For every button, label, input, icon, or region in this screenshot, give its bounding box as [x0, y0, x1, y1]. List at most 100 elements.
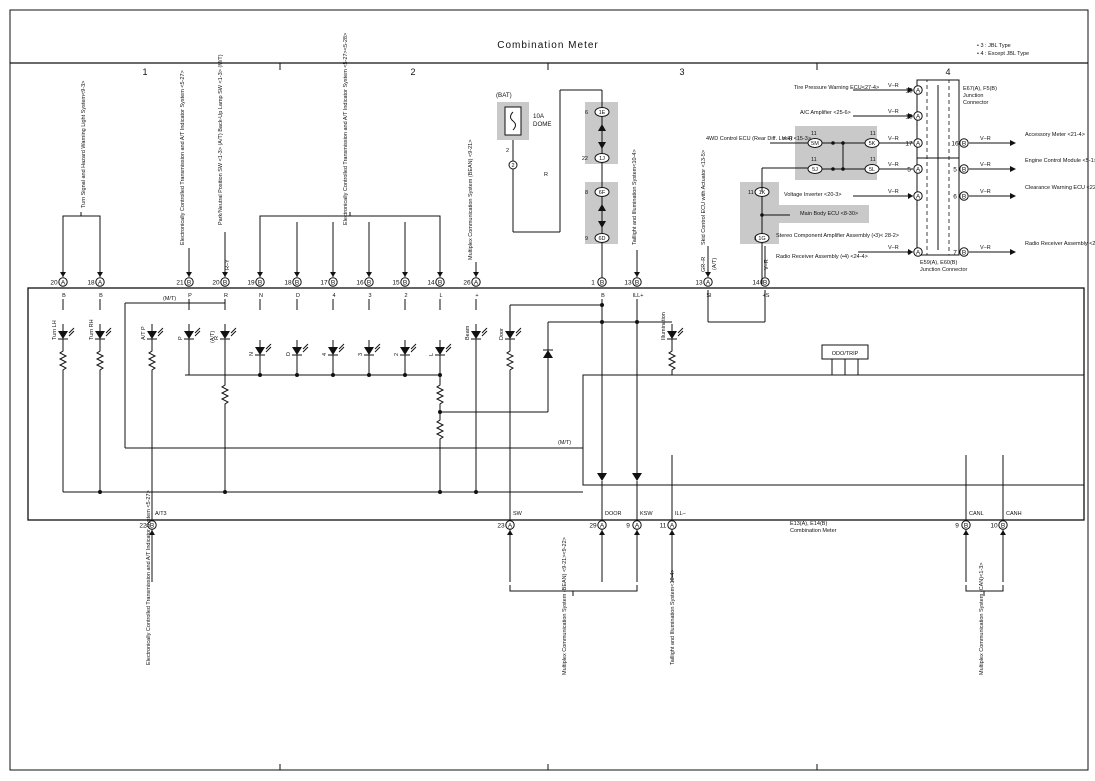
svg-text:Connector: Connector [963, 100, 989, 106]
svg-text:2: 2 [394, 353, 400, 356]
svg-text:A/T P: A/T P [141, 326, 147, 340]
svg-text:1: 1 [591, 279, 595, 286]
svg-text:1J: 1J [599, 156, 605, 162]
svg-text:1K: 1K [759, 190, 766, 196]
svg-text:E59(A), E60(B): E59(A), E60(B) [920, 260, 957, 266]
splice-dot-2 [841, 167, 845, 171]
splice-arrow-3 [598, 221, 606, 228]
section-2: 2 [410, 67, 415, 77]
svg-text:22: 22 [139, 522, 147, 529]
svg-text:DOME: DOME [533, 121, 552, 128]
top-pin-signal-8: 2 [404, 293, 407, 299]
bottom-pin-signal-6: CANH [1006, 511, 1022, 517]
bottom-pin-signal-3: KSW [640, 511, 653, 517]
svg-text:18: 18 [87, 279, 95, 286]
svg-text:B: B [635, 279, 639, 286]
splice-1e: 1E [594, 107, 610, 117]
svg-text:5: 5 [907, 166, 911, 173]
src-ect-label: Electronically Controlled Transmission a… [180, 70, 186, 245]
svg-text:A: A [916, 140, 921, 147]
top-pin-8: B15 [392, 277, 410, 287]
splice-num-2: 11 [811, 131, 817, 137]
top-pin-9: B14 [427, 277, 445, 287]
svg-text:29: 29 [589, 522, 597, 529]
brace-bean [509, 585, 638, 596]
svg-text:A: A [670, 522, 675, 529]
svg-text:B: B [1001, 522, 1005, 529]
vr-label-left-3: V–R [888, 162, 899, 168]
top-pin-signal-6: 4 [332, 293, 335, 299]
svg-text:20: 20 [50, 279, 58, 286]
junction-right-pin-1: B5 [953, 164, 969, 174]
wire-color-0: R–Y [225, 259, 231, 270]
vr-label-left-2: V–R [888, 136, 899, 142]
led-d: D [286, 340, 309, 356]
top-pin-signal-4: N [259, 293, 263, 299]
top-pin-signal-7: 3 [368, 293, 371, 299]
svg-text:D: D [286, 352, 292, 356]
bottom-target-3: Multiplex Communication System (CAN)<1-3… [979, 563, 985, 675]
splice-6f: 6F [594, 187, 610, 197]
top-pin-1: A18 [87, 277, 105, 287]
svg-text:10: 10 [990, 522, 998, 529]
top-pin-5: B18 [284, 277, 302, 287]
svg-text:9: 9 [955, 522, 959, 529]
src-pnp-label: Park/Neutral Position SW <1-3> (A/T) Bac… [218, 54, 224, 225]
page-frame [9, 9, 1089, 771]
bottom-target-0: Electronically Controlled Transmission a… [146, 490, 152, 665]
vr-label-right-2: V–R [980, 189, 991, 195]
top-input-wires [60, 222, 711, 277]
vr-label-4wd: V–R [782, 136, 793, 142]
junction-right-pin-3: B7 [953, 247, 969, 257]
svg-text:Turn LH: Turn LH [52, 320, 58, 340]
svg-text:Illumination: Illumination [661, 312, 667, 340]
bottom-pin-signal-5: CANL [969, 511, 984, 517]
main-body-dot [760, 213, 764, 217]
meter-id: E13(A), E14(B) [790, 521, 827, 527]
svg-text:22: 22 [582, 156, 588, 162]
top-pin-3: B20 [212, 277, 230, 287]
splice-1j: 1J [594, 153, 610, 163]
svg-text:23: 23 [497, 522, 505, 529]
top-pin-signal-14: +S [763, 293, 770, 299]
svg-text:(BAT): (BAT) [496, 92, 512, 99]
door-diode [597, 473, 607, 481]
note-except-jbl: • 4 : Except JBL Type [977, 51, 1029, 57]
left-ecu-4: Main Body ECU <8-30> [800, 211, 858, 217]
svg-text:14: 14 [427, 279, 435, 286]
bottom-pin-signal-0: A/T3 [155, 511, 167, 517]
svg-text:26: 26 [463, 279, 471, 286]
svg-text:R: R [544, 172, 548, 178]
svg-text:16: 16 [356, 279, 364, 286]
left-ecu-3: Voltage Inverter <20-3> [784, 192, 841, 198]
svg-text:15: 15 [392, 279, 400, 286]
svg-text:A: A [474, 279, 479, 286]
svg-text:17: 17 [320, 279, 328, 286]
svg-text:1E: 1E [599, 110, 606, 116]
section-3: 3 [679, 67, 684, 77]
junction-connector: E67(A), F5(B) Junction Connector E59(A),… [916, 79, 997, 273]
led-beam: Beam [465, 324, 488, 340]
splice-arrow-1 [598, 142, 606, 149]
svg-text:13: 13 [695, 279, 703, 286]
svg-text:A: A [635, 522, 640, 529]
svg-text:A: A [706, 279, 711, 286]
svg-text:6: 6 [953, 193, 957, 200]
led-turn-lh: Turn LH [52, 320, 75, 340]
svg-text:B: B [962, 140, 966, 147]
svg-text:P: P [178, 336, 184, 340]
svg-text:B: B [295, 279, 299, 286]
svg-text:5J: 5J [812, 167, 818, 173]
led-r: R [214, 324, 237, 340]
brace-ect [259, 212, 441, 222]
svg-text:8: 8 [585, 190, 588, 196]
svg-text:11: 11 [660, 522, 667, 529]
splice-num-5: 11 [870, 157, 876, 163]
svg-text:B: B [223, 279, 227, 286]
src-ect2-label: Electronically Controlled Transmission a… [343, 33, 349, 225]
svg-text:5K: 5K [869, 141, 876, 147]
right-ecu-0: Accessory Meter <21-4> [1025, 132, 1085, 138]
ksw-diode [632, 473, 642, 481]
left-ecu-0: Tire Pressure Warning ECU<27-4> [794, 85, 879, 91]
